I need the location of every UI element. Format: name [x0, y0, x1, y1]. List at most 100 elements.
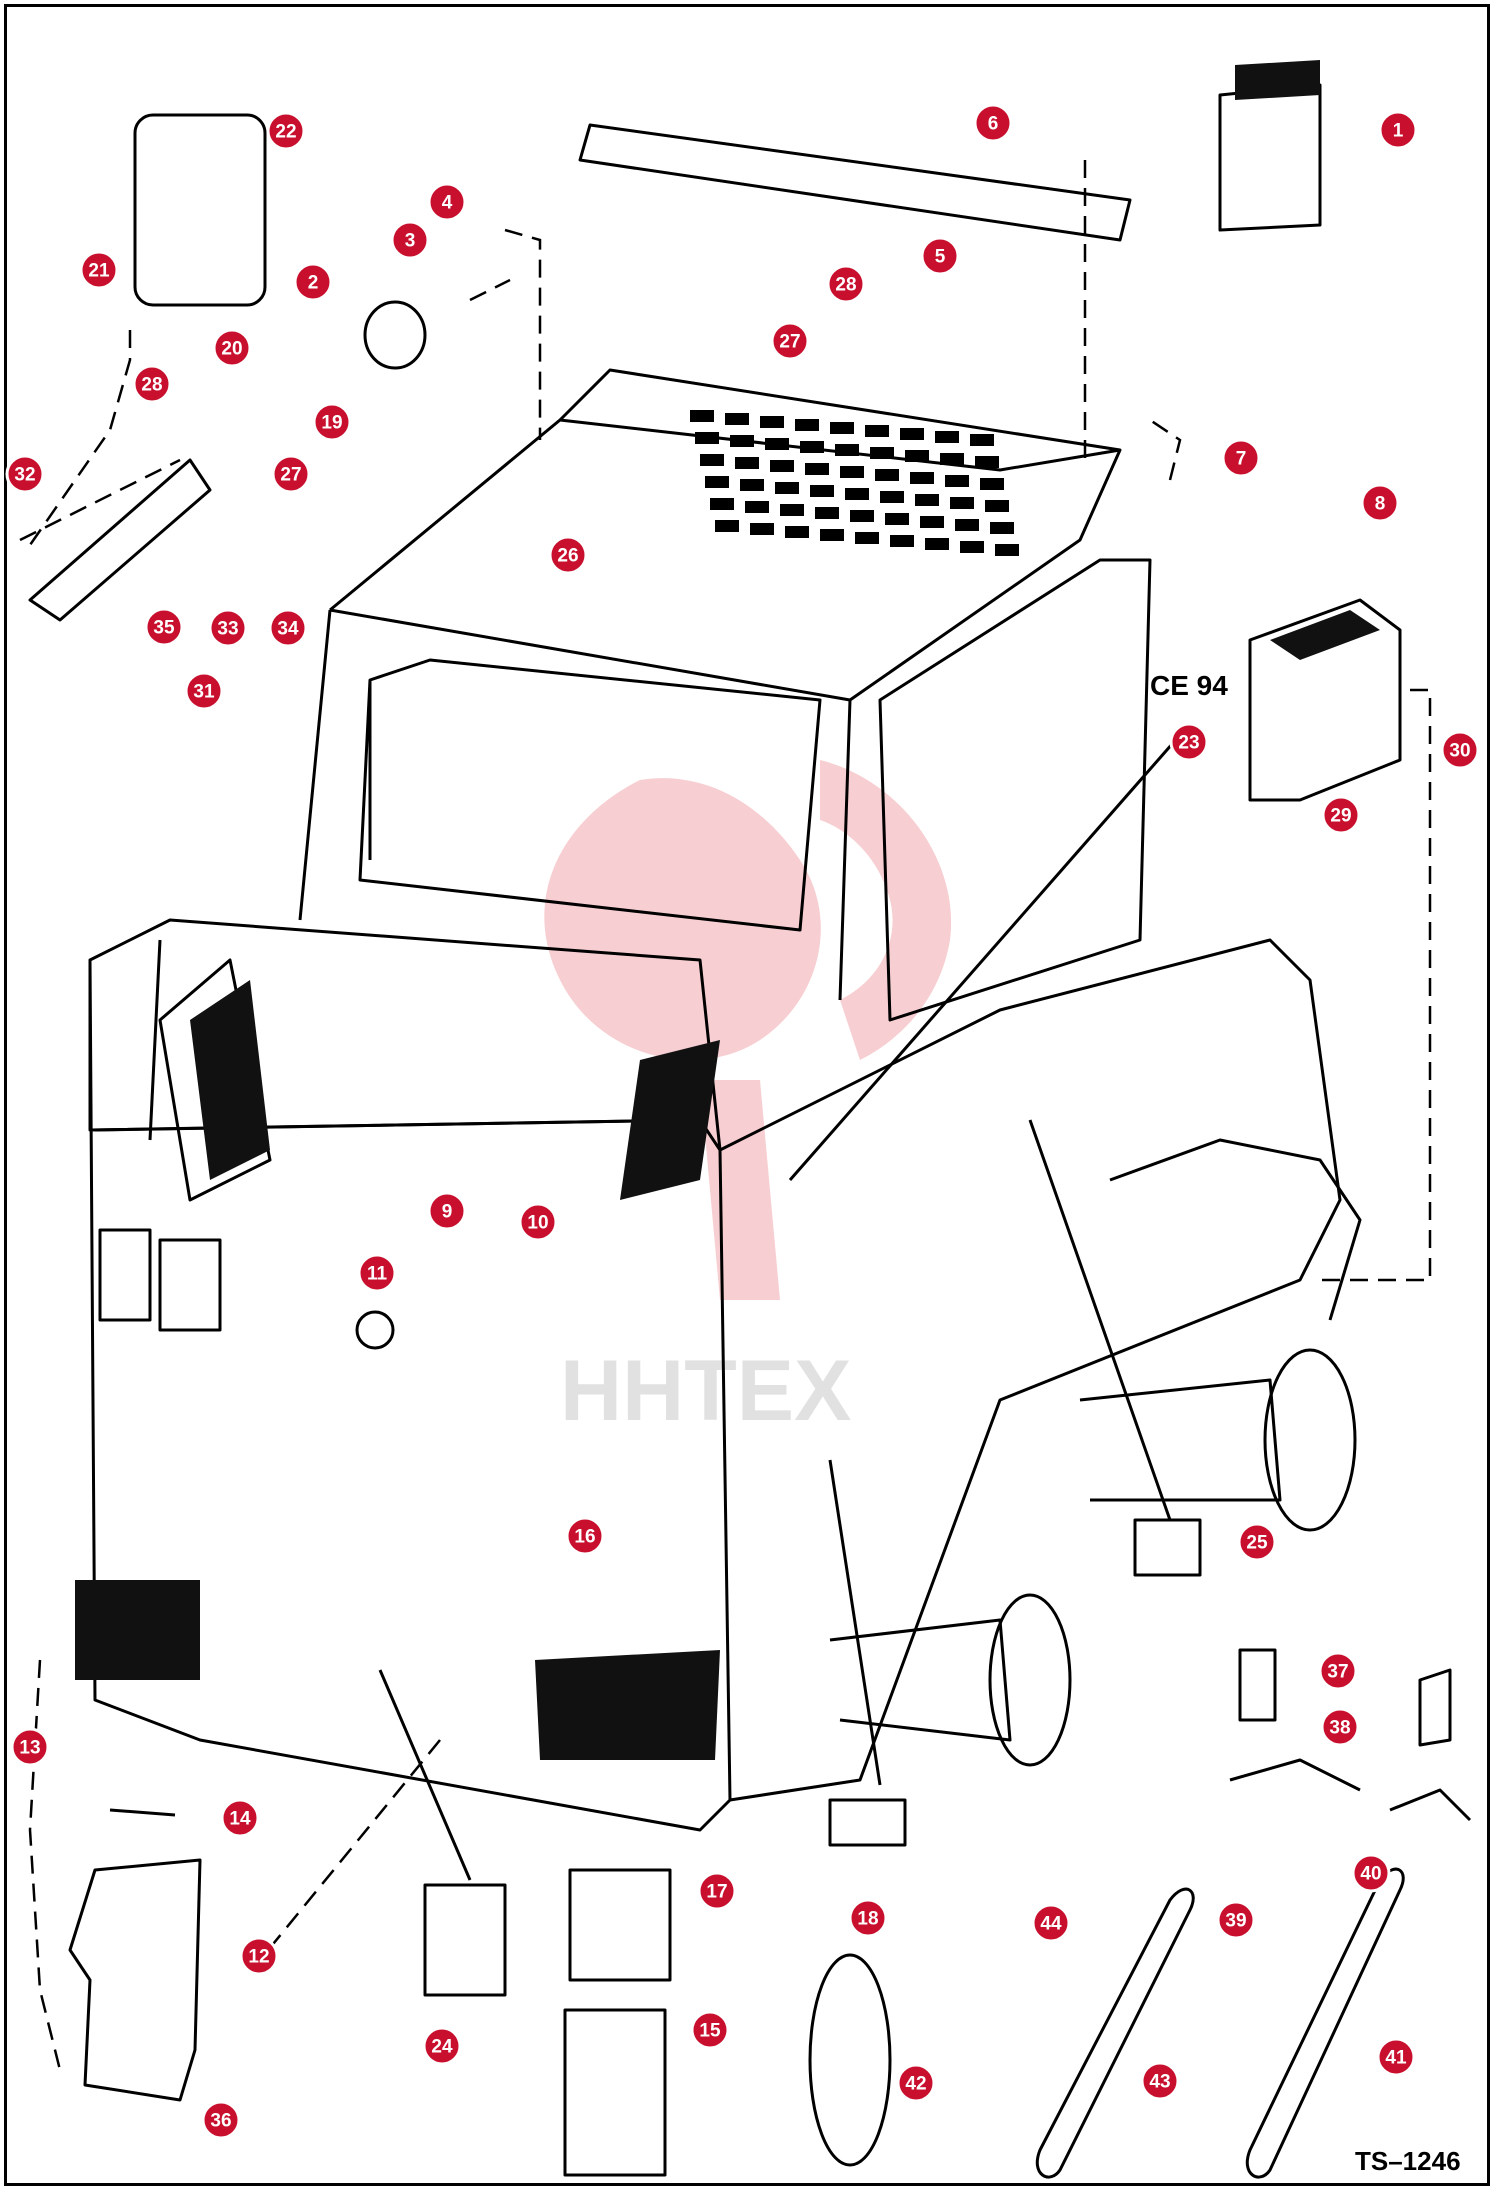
callout-27: 27	[271, 454, 311, 494]
spring	[109, 1808, 176, 1817]
callout-21: 21	[79, 250, 119, 290]
callout-24: 24	[422, 2026, 462, 2066]
grille-slot	[890, 535, 914, 547]
grille-slot	[960, 541, 984, 553]
callout-number: 24	[431, 2037, 453, 2058]
callout-number: 19	[321, 413, 342, 434]
callout-badge	[1140, 2061, 1180, 2101]
callout-number: 30	[1449, 741, 1470, 762]
callout-badge	[690, 2010, 730, 2050]
callout-31: 31	[184, 671, 224, 711]
grille-slot	[980, 478, 1004, 490]
grille-slot	[995, 544, 1019, 556]
callout-badge	[565, 1516, 605, 1556]
callout-number: 33	[217, 619, 238, 640]
callout-badge	[1351, 1853, 1391, 1893]
grille-slot	[780, 504, 804, 516]
callout-number: 20	[221, 339, 242, 360]
callout-number: 28	[835, 275, 856, 296]
grille-slot	[880, 491, 904, 503]
grille-slot	[990, 522, 1014, 534]
callout-number: 22	[275, 122, 296, 143]
callout-number: 32	[14, 465, 35, 486]
callout-badge	[548, 535, 588, 575]
callout-1: 1	[1378, 110, 1418, 150]
callout-badge	[312, 402, 352, 442]
loader-frame	[75, 368, 1362, 1832]
grille-slot	[785, 526, 809, 538]
callout-14: 14	[220, 1798, 260, 1838]
callout-40: 40	[1351, 1853, 1391, 1893]
callout-badge	[268, 608, 308, 648]
callout-badge	[184, 671, 224, 711]
callout-number: 38	[1329, 1718, 1350, 1739]
callout-33: 33	[208, 608, 248, 648]
callout-9: 9	[427, 1191, 467, 1231]
callout-number: 8	[1375, 494, 1386, 515]
grille-slot	[810, 485, 834, 497]
seal-ring	[363, 300, 427, 370]
callout-badge	[390, 220, 430, 260]
callout-number: 28	[141, 375, 162, 396]
callout-number: 7	[1236, 449, 1247, 470]
watermark-logo	[544, 760, 952, 1300]
callout-number: 37	[1327, 1662, 1348, 1683]
callout-badge	[208, 608, 248, 648]
grille-slot	[910, 472, 934, 484]
leader-arrows	[378, 734, 1182, 1881]
callout-number: 25	[1246, 1533, 1268, 1554]
callout-badge	[293, 262, 333, 302]
watermark-text: HHTEX	[560, 1343, 851, 1439]
pedal-38	[1418, 1668, 1452, 1747]
callout-badge	[896, 2063, 936, 2103]
grille-slot	[705, 476, 729, 488]
callout-29: 29	[1321, 795, 1361, 835]
callout-27: 27	[770, 321, 810, 361]
grille-slot	[805, 463, 829, 475]
callout-badge	[1318, 1651, 1358, 1691]
grille-slot	[690, 410, 714, 422]
callout-badge	[770, 321, 810, 361]
callout-16: 16	[565, 1516, 605, 1556]
callout-3: 3	[390, 220, 430, 260]
grille-slot	[855, 532, 879, 544]
callout-badge	[427, 1191, 467, 1231]
callout-number: 44	[1040, 1914, 1062, 1935]
grille-slot	[920, 516, 944, 528]
decal-18	[828, 1798, 907, 1847]
rear-bar	[578, 123, 1132, 242]
callout-7: 7	[1221, 438, 1261, 478]
grille-slot	[765, 438, 789, 450]
grille-slot	[975, 456, 999, 468]
callout-badge	[220, 1798, 260, 1838]
callout-26: 26	[548, 535, 588, 575]
callout-37: 37	[1318, 1651, 1358, 1691]
grille-slot	[935, 431, 959, 443]
callout-number: 41	[1385, 2048, 1407, 2069]
callout-badge	[848, 1898, 888, 1938]
grille-slot	[945, 475, 969, 487]
callout-number: 42	[905, 2074, 926, 2095]
grille-slot	[875, 469, 899, 481]
callout-43: 43	[1140, 2061, 1180, 2101]
callout-badge	[1378, 110, 1418, 150]
grille-slot	[775, 482, 799, 494]
grille-slot	[815, 507, 839, 519]
grille-slot	[730, 435, 754, 447]
tail-light-left	[75, 1580, 200, 1680]
callout-badge	[920, 236, 960, 276]
callout-badge	[239, 1936, 279, 1976]
grille-slot	[970, 434, 994, 446]
callout-badge	[1320, 1707, 1360, 1747]
grille-slot	[835, 444, 859, 456]
grille-slot	[985, 500, 1009, 512]
manual	[1133, 1518, 1202, 1577]
callout-badge	[1237, 1522, 1277, 1562]
grille-slot	[940, 453, 964, 465]
cover-panel	[133, 113, 267, 307]
latch-plate	[28, 458, 212, 622]
callout-badge	[79, 250, 119, 290]
callout-number: 40	[1360, 1864, 1381, 1885]
callouts: 1234567891011121314151617181920212223242…	[5, 103, 1480, 2140]
grille-slot	[745, 501, 769, 513]
